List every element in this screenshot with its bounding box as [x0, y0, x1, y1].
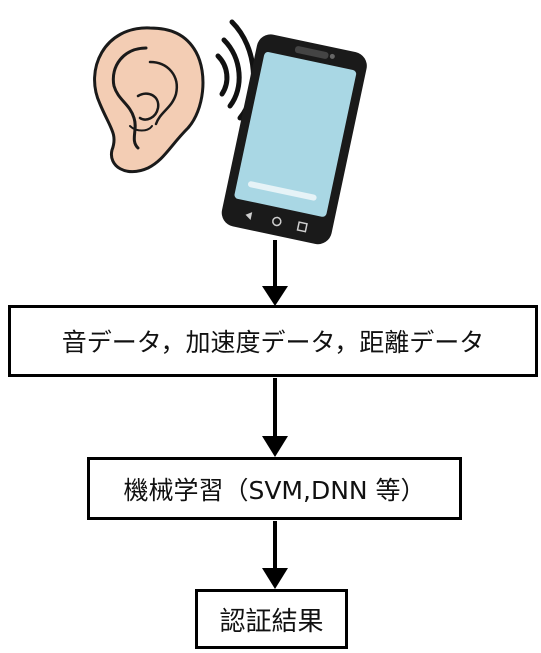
- machine-learning-label: 機械学習（SVM,DNN 等）: [123, 475, 426, 505]
- machine-learning-box: 機械学習（SVM,DNN 等）: [87, 457, 462, 520]
- input-data-label: 音データ，加速度データ，距離データ: [61, 328, 485, 357]
- arrow-ml-to-result: [262, 521, 288, 589]
- smartphone-icon: [221, 34, 367, 245]
- input-data-box: 音データ，加速度データ，距離データ: [8, 305, 538, 377]
- ear-icon: [93, 26, 205, 174]
- authentication-result-label: 認証結果: [219, 606, 324, 637]
- arrow-phone-to-data: [262, 240, 288, 306]
- arrow-data-to-ml: [262, 378, 288, 457]
- authentication-result-box: 認証結果: [195, 589, 348, 649]
